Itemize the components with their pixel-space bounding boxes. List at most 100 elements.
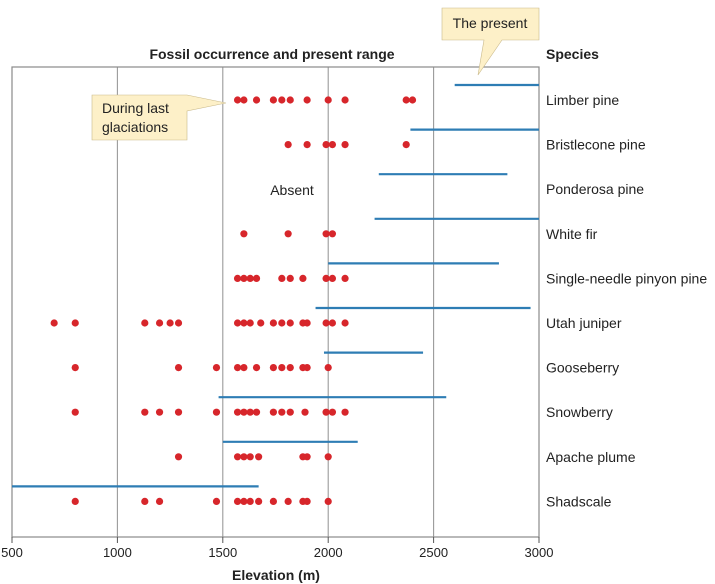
fossil-point-shadscale-8 xyxy=(269,497,277,505)
fossil-point-snowberry-1 xyxy=(141,408,149,416)
fossil-point-single-needle-pinyon-pine-0 xyxy=(233,274,242,282)
species-label-shadscale: Shadscale xyxy=(546,493,612,509)
fossil-point-utah-juniper-3 xyxy=(155,319,164,327)
fossil-point-snowberry-15 xyxy=(341,408,349,416)
fossil-point-limber-pine-7 xyxy=(324,96,332,104)
fossil-point-single-needle-pinyon-pine-5 xyxy=(286,274,294,282)
fossil-point-utah-juniper-10 xyxy=(269,319,277,327)
fossil-point-apache-plume-6 xyxy=(303,453,311,461)
fossil-point-limber-pine-2 xyxy=(252,96,261,104)
fossil-point-gooseberry-6 xyxy=(269,364,277,372)
fossil-point-gooseberry-3 xyxy=(233,364,242,372)
present-callout-bubble xyxy=(441,7,540,76)
fossil-point-utah-juniper-0 xyxy=(50,319,58,327)
fossil-point-bristlecone-pine-5 xyxy=(402,141,410,149)
fossil-point-gooseberry-8 xyxy=(286,364,294,372)
tick-label-3000: 3000 xyxy=(525,545,554,560)
fossil-point-white-fir-1 xyxy=(284,230,292,238)
fossil-point-single-needle-pinyon-pine-2 xyxy=(246,274,254,282)
fossil-point-single-needle-pinyon-pine-6 xyxy=(299,274,307,282)
fossil-point-shadscale-4 xyxy=(233,497,242,505)
species-label-single-needle-pinyon-pine: Single-needle pinyon pine xyxy=(546,270,707,286)
fossil-point-apache-plume-0 xyxy=(174,453,183,461)
fossil-point-bristlecone-pine-3 xyxy=(328,141,337,149)
tick-label-2000: 2000 xyxy=(314,545,343,560)
fossil-point-apache-plume-7 xyxy=(324,453,332,461)
fossil-point-snowberry-0 xyxy=(71,408,79,416)
fossil-point-shadscale-6 xyxy=(246,497,254,505)
fossil-point-utah-juniper-15 xyxy=(322,319,330,327)
fossil-point-gooseberry-10 xyxy=(303,364,311,372)
fossil-point-snowberry-4 xyxy=(212,408,221,416)
present-callout: The present xyxy=(441,7,540,76)
tick-label-1000: 1000 xyxy=(103,545,132,560)
fossil-point-limber-pine-10 xyxy=(408,96,417,104)
fossil-point-bristlecone-pine-1 xyxy=(303,141,311,149)
fossil-point-snowberry-2 xyxy=(155,408,164,416)
glaciation-callout-line1: During last xyxy=(102,100,169,116)
fossil-point-bristlecone-pine-2 xyxy=(322,141,330,149)
fossil-point-snowberry-11 xyxy=(286,408,294,416)
fossil-point-snowberry-10 xyxy=(278,408,286,416)
fossil-point-snowberry-7 xyxy=(246,408,254,416)
species-label-utah-juniper: Utah juniper xyxy=(546,315,622,331)
fossil-point-gooseberry-5 xyxy=(252,364,261,372)
fossil-point-utah-juniper-4 xyxy=(166,319,174,327)
fossil-point-utah-juniper-6 xyxy=(233,319,242,327)
tick-label-1500: 1500 xyxy=(208,545,237,560)
present-callout-text: The present xyxy=(453,15,528,31)
fossil-point-shadscale-0 xyxy=(71,497,79,505)
fossil-point-single-needle-pinyon-pine-7 xyxy=(322,274,330,282)
tick-label-500: 500 xyxy=(1,545,23,560)
present-ranges xyxy=(12,83,539,488)
fossil-point-utah-juniper-9 xyxy=(257,319,265,327)
fossil-point-limber-pine-1 xyxy=(240,96,248,104)
fossil-point-snowberry-9 xyxy=(269,408,277,416)
species-label-limber-pine: Limber pine xyxy=(546,92,619,108)
x-axis-label: Elevation (m) xyxy=(232,567,320,583)
fossil-point-limber-pine-9 xyxy=(402,96,410,104)
fossil-point-apache-plume-4 xyxy=(255,453,263,461)
fossil-point-gooseberry-4 xyxy=(240,364,248,372)
fossil-point-white-fir-0 xyxy=(240,230,248,238)
fossil-point-shadscale-5 xyxy=(240,497,248,505)
fossil-point-utah-juniper-12 xyxy=(286,319,294,327)
species-label-apache-plume: Apache plume xyxy=(546,449,636,465)
plot-frame xyxy=(11,66,540,538)
species-label-gooseberry: Gooseberry xyxy=(546,360,619,376)
absent-label: Absent xyxy=(270,182,314,198)
fossil-point-snowberry-6 xyxy=(240,408,248,416)
fossil-point-snowberry-3 xyxy=(174,408,183,416)
fossil-point-shadscale-7 xyxy=(255,497,263,505)
fossil-point-single-needle-pinyon-pine-9 xyxy=(341,274,349,282)
species-label-snowberry: Snowberry xyxy=(546,404,613,420)
fossil-point-shadscale-2 xyxy=(155,497,164,505)
fossil-point-utah-juniper-16 xyxy=(328,319,337,327)
fossil-point-shadscale-1 xyxy=(141,497,149,505)
fossil-point-bristlecone-pine-0 xyxy=(284,141,292,149)
fossil-point-utah-juniper-14 xyxy=(303,319,311,327)
fossil-point-apache-plume-3 xyxy=(246,453,254,461)
species-header: Species xyxy=(546,46,599,62)
fossil-point-limber-pine-4 xyxy=(278,96,286,104)
fossil-points xyxy=(50,96,417,505)
tick-label-2500: 2500 xyxy=(419,545,448,560)
fossil-point-apache-plume-1 xyxy=(233,453,242,461)
fossil-point-utah-juniper-2 xyxy=(141,319,149,327)
fossil-point-limber-pine-8 xyxy=(341,96,349,104)
fossil-point-limber-pine-6 xyxy=(303,96,311,104)
fossil-point-apache-plume-2 xyxy=(240,453,248,461)
glaciation-callout: During last glaciations xyxy=(91,94,227,141)
fossil-point-utah-juniper-1 xyxy=(71,319,79,327)
fossil-point-snowberry-13 xyxy=(322,408,330,416)
fossil-point-gooseberry-7 xyxy=(278,364,286,372)
fossil-point-utah-juniper-17 xyxy=(341,319,349,327)
fossil-point-single-needle-pinyon-pine-1 xyxy=(240,274,248,282)
fossil-point-single-needle-pinyon-pine-4 xyxy=(278,274,286,282)
species-label-white-fir: White fir xyxy=(546,226,598,242)
fossil-point-shadscale-11 xyxy=(303,497,311,505)
fossil-point-utah-juniper-11 xyxy=(278,319,286,327)
fossil-point-white-fir-2 xyxy=(322,230,330,238)
